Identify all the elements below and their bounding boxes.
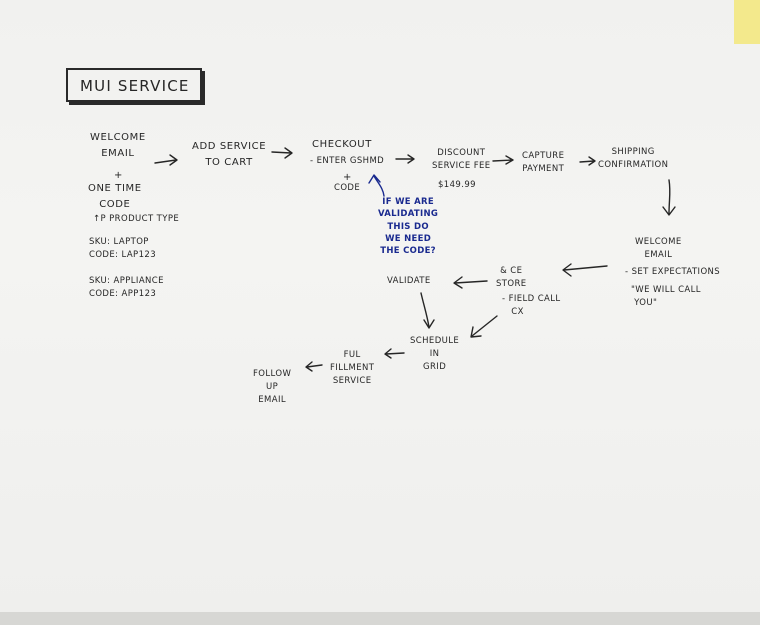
question-note: IF WE ARE VALIDATING THIS DO WE NEED THE… [378, 197, 439, 257]
arrow-welcome-to-add [154, 154, 178, 166]
arrow-question-to-code [368, 174, 385, 197]
node-welcome-email-1: WELCOME EMAIL [90, 132, 146, 159]
title-box [66, 68, 202, 102]
node-follow-up-email: FOLLOW UP EMAIL [253, 369, 292, 406]
node-discount: DISCOUNT SERVICE FEE [432, 148, 491, 172]
arrow-checkout-to-discount [395, 154, 415, 164]
arrow-discount-to-capture [492, 155, 514, 165]
node-validate: VALIDATE [387, 276, 431, 286]
arrow-welcome-to-ce-store [562, 263, 608, 277]
node-fulfillment: FUL FILLMENT SERVICE [330, 350, 375, 387]
arrow-add-to-checkout [271, 147, 293, 159]
node-schedule: SCHEDULE IN GRID [410, 336, 460, 373]
node-price: $149.99 [438, 180, 476, 190]
node-add-service: ADD SERVICE TO CART [192, 141, 267, 168]
node-enter-gshmd: - ENTER GSHMD [310, 156, 385, 166]
node-ce-store: & CE STORE [496, 266, 527, 290]
node-capture-payment: CAPTURE PAYMENT [522, 151, 565, 175]
diagram-title: MUI SERVICE [80, 77, 190, 95]
arrow-fulfillment-to-follow-up [305, 361, 323, 372]
arrow-schedule-to-fulfillment [384, 348, 405, 359]
node-field-call: - FIELD CALL CX [502, 294, 561, 318]
sticky-note-corner [734, 0, 760, 44]
whiteboard-paper [0, 0, 760, 612]
arrow-shipping-to-welcome [662, 179, 676, 216]
note-sku-appliance: SKU: APPLIANCE CODE: APP123 [89, 276, 164, 300]
node-set-expectations: - SET EXPECTATIONS [625, 267, 721, 277]
node-welcome-email-2: WELCOME EMAIL [635, 237, 682, 261]
arrow-ce-store-to-validate [453, 276, 488, 289]
node-checkout: CHECKOUT [312, 139, 372, 150]
note-per-product-type: ↑P PRODUCT TYPE [93, 214, 180, 224]
node-one-time-code: ONE TIME CODE [88, 183, 142, 210]
arrow-ce-store-to-schedule [470, 315, 498, 338]
note-sku-laptop: SKU: LAPTOP CODE: LAP123 [89, 237, 157, 261]
arrow-validate-to-schedule [420, 292, 435, 329]
node-we-will-call: "WE WILL CALL YOU" [631, 285, 701, 309]
node-shipping-confirmation: SHIPPING CONFIRMATION [598, 147, 669, 171]
plus-sign-1: + [114, 170, 123, 181]
node-code: CODE [334, 183, 361, 193]
arrow-capture-to-shipping [579, 156, 596, 166]
plus-sign-2: + [343, 172, 352, 183]
